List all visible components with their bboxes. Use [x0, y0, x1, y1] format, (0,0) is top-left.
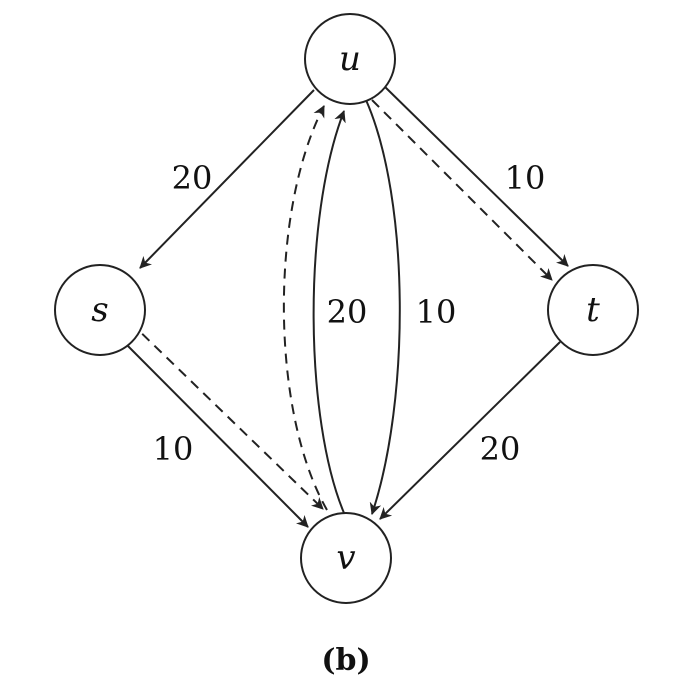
edge-t-to-v: [379, 341, 561, 520]
edge-label-v-to-u: 20: [327, 293, 368, 331]
node-t-label: t: [586, 290, 600, 330]
dashed-edge-s-to-v: [129, 321, 324, 510]
node-s: s: [54, 264, 146, 356]
edge-label-s-to-v: 10: [153, 430, 194, 468]
node-v: v: [300, 512, 392, 604]
edge-label-u-to-v: 10: [416, 293, 457, 331]
figure-caption: (b): [321, 643, 370, 678]
edge-u-to-s: [139, 89, 315, 269]
node-u: u: [304, 13, 396, 105]
edge-u-to-t: [381, 83, 569, 267]
edge-label-u-to-s: 20: [172, 159, 213, 197]
edge-s-to-v: [121, 339, 309, 528]
dashed-edge-u-to-t: [371, 99, 553, 281]
edge-label-u-to-t: 10: [505, 159, 546, 197]
edge-u-to-v: [365, 99, 401, 515]
node-u-label: u: [339, 39, 361, 79]
node-t: t: [547, 264, 639, 356]
edge-v-to-u: [312, 110, 346, 514]
node-v-label: v: [336, 538, 355, 578]
node-s-label: s: [91, 290, 108, 330]
dashed-edge-v-to-u: [282, 105, 328, 511]
edge-label-t-to-v: 20: [480, 430, 521, 468]
